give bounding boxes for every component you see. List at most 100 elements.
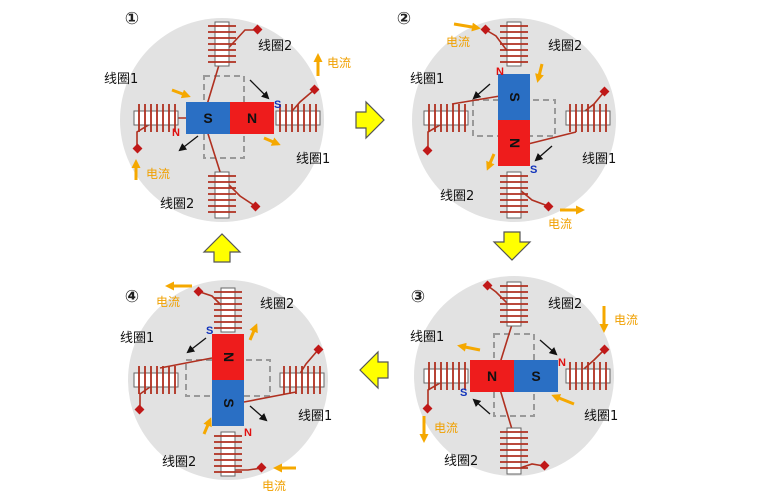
current-label: 电流 (146, 167, 170, 181)
panel-1: S N N S ① 线圈2 线圈1 线圈1 线圈2 电流 电流 (104, 9, 351, 222)
magnet-label-left: N (487, 368, 497, 384)
force-arrow-icon (249, 79, 270, 100)
magnet-label-top: S (507, 92, 523, 101)
force-arrow-icon (534, 145, 553, 162)
magnet-label-bottom: N (507, 138, 523, 148)
current-label: 电流 (614, 313, 638, 327)
terminal-diamond-icon (250, 201, 261, 212)
current-arrow-icon (486, 153, 496, 171)
terminal-diamond-icon (313, 344, 324, 355)
coil-top (500, 281, 528, 327)
coil-left (133, 366, 179, 394)
terminal-diamond-icon (599, 86, 610, 97)
flow-arrow-right-icon (355, 100, 385, 140)
force-arrow-icon (472, 83, 491, 100)
magnet-s-half (514, 360, 558, 392)
magnet-label-right: N (247, 110, 257, 126)
coil-label-right: 线圈1 (582, 152, 616, 167)
terminal-diamond-icon (256, 462, 267, 473)
magnet-label-top: N (221, 352, 237, 362)
current-arrow-icon (263, 136, 281, 146)
panel-2: S N N S ② 线圈2 线圈1 线圈1 线圈2 电流 电流 (397, 9, 616, 231)
coil-pole-label: S (460, 387, 467, 399)
current-label: 电流 (262, 479, 286, 493)
magnet-s-half (498, 74, 530, 120)
force-arrow-icon (539, 339, 558, 356)
coil-pole-label: S (206, 325, 213, 337)
current-label: 电流 (548, 217, 572, 231)
coil-left (133, 104, 179, 132)
force-arrow-icon (472, 398, 491, 415)
coil-label-top: 线圈2 (258, 39, 292, 54)
terminal-diamond-icon (422, 145, 433, 156)
coil-label-right: 线圈1 (584, 409, 618, 424)
coil-right (565, 104, 611, 132)
coil-pole-label: N (244, 427, 252, 439)
coil-top (500, 21, 528, 67)
coil-pole-label: S (530, 164, 537, 176)
coil-bottom (500, 427, 528, 475)
current-arrow-icon (248, 323, 258, 341)
coil-label-left: 线圈1 (410, 330, 444, 345)
coil-pole-label: N (496, 66, 504, 78)
coil-bottom (208, 171, 236, 219)
coil-bottom (500, 171, 528, 219)
terminal-diamond-icon (134, 404, 145, 415)
current-label: 电流 (434, 421, 458, 435)
coil-pole-label: N (172, 127, 180, 139)
terminal-diamond-icon (539, 460, 550, 471)
current-arrow-icon (535, 63, 544, 83)
coil-label-left: 线圈1 (410, 72, 444, 87)
step-number: ③ (411, 287, 425, 307)
terminal-diamond-icon (132, 143, 143, 154)
flow-arrow-down-icon (492, 231, 532, 261)
flow-arrow-left-icon (359, 350, 389, 390)
coil-right (565, 362, 611, 390)
current-arrow-icon (171, 88, 191, 99)
coil-label-top: 线圈2 (260, 297, 294, 312)
coil-label-left: 线圈1 (104, 72, 138, 87)
rotor-magnet: N S (470, 360, 558, 392)
terminal-diamond-icon (422, 403, 433, 414)
coil-label-bottom: 线圈2 (444, 454, 478, 469)
coil-label-bottom: 线圈2 (162, 455, 196, 470)
magnet-n-half (212, 334, 244, 380)
flow-arrow-up-icon (202, 233, 242, 263)
force-arrow-icon (249, 405, 268, 422)
magnet-s-half (186, 102, 230, 134)
coil-pole-label: S (274, 99, 281, 111)
coil-label-left: 线圈1 (120, 331, 154, 346)
current-arrow-icon (457, 342, 481, 352)
coil-left (423, 362, 469, 390)
rotor-magnet: S N (498, 74, 530, 166)
terminal-diamond-icon (543, 201, 554, 212)
magnet-s-half (212, 380, 244, 426)
coil-top (208, 21, 236, 67)
coil-right (275, 104, 321, 132)
coil-label-right: 线圈1 (298, 409, 332, 424)
step-number: ② (397, 9, 411, 29)
step-number: ④ (125, 287, 139, 307)
coil-label-right: 线圈1 (296, 152, 330, 167)
current-arrow-icon (453, 22, 481, 32)
force-arrow-icon (186, 337, 207, 354)
magnet-label-right: S (531, 368, 540, 384)
coil-label-top: 线圈2 (548, 297, 582, 312)
coil-right (279, 366, 325, 394)
terminal-diamond-icon (482, 280, 493, 291)
rotor-magnet: N S (212, 334, 244, 426)
coil-left (423, 104, 469, 132)
coil-label-bottom: 线圈2 (160, 197, 194, 212)
rotor-magnet: S N (186, 102, 274, 134)
magnet-label-bottom: S (221, 398, 237, 407)
current-arrow-icon (551, 394, 575, 406)
force-arrow-icon (178, 135, 199, 152)
panel-4: N S S N ④ 线圈2 线圈1 线圈1 线圈2 电流 电流 (120, 280, 332, 493)
current-arrow-icon (202, 417, 212, 435)
current-label: 电流 (327, 56, 351, 70)
terminal-diamond-icon (599, 344, 610, 355)
magnet-n-half (230, 102, 274, 134)
coil-label-bottom: 线圈2 (440, 189, 474, 204)
panel-3: N S S N ③ 线圈2 线圈1 线圈1 线圈2 电流 电流 (410, 276, 638, 476)
